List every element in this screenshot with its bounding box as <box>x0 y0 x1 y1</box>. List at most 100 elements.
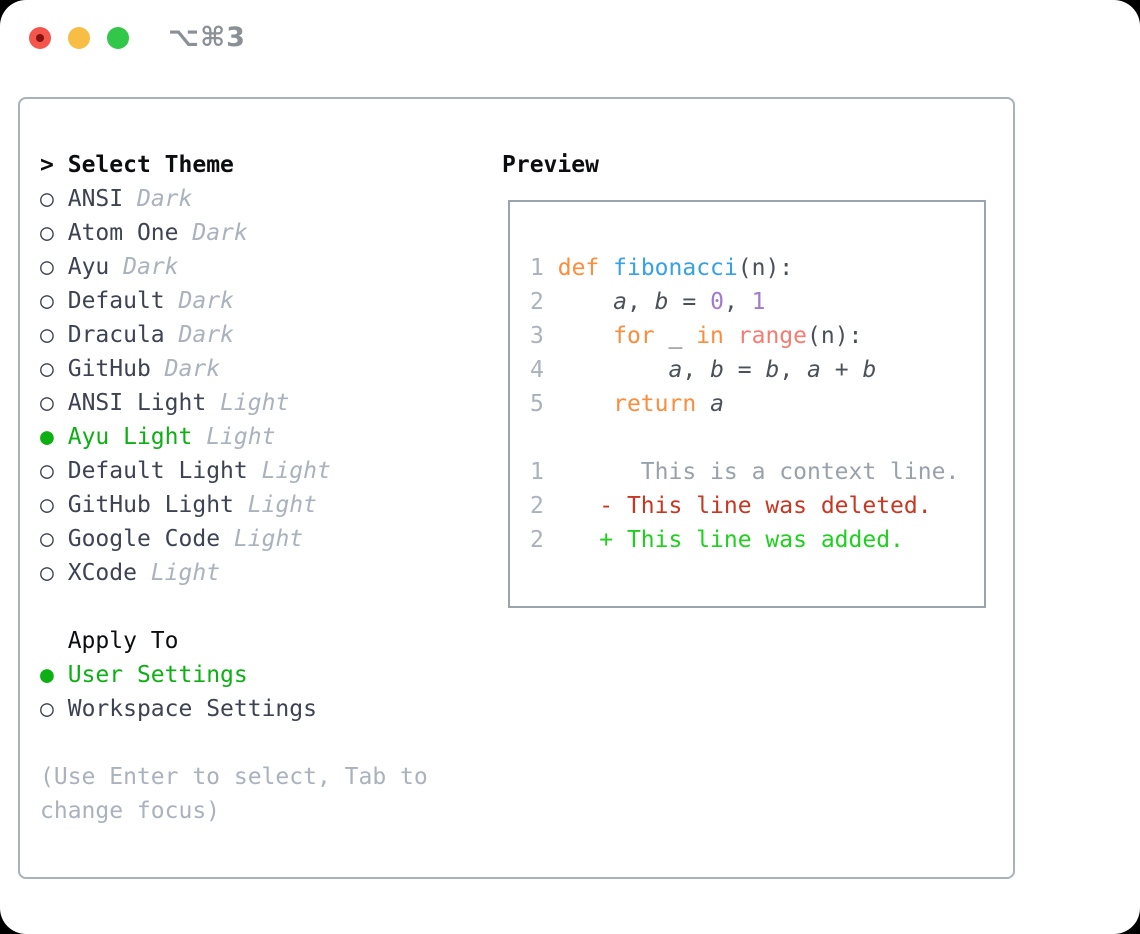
code-token: , <box>626 289 655 315</box>
spacer <box>54 526 68 552</box>
code-token: in <box>696 323 724 349</box>
theme-option[interactable]: ○ ANSI Dark <box>40 182 428 216</box>
unsaved-dot-icon <box>36 34 44 42</box>
code-token: = <box>723 357 766 383</box>
theme-variant: Light <box>206 424 276 450</box>
spacer <box>544 493 558 519</box>
radio-icon: ○ <box>40 288 54 314</box>
spacer <box>544 459 558 485</box>
code-token: , <box>682 357 711 383</box>
theme-option[interactable]: ○ Dracula Dark <box>40 318 428 352</box>
theme-option[interactable]: ○ Atom One Dark <box>40 216 428 250</box>
blank-line <box>530 421 984 455</box>
spacer <box>54 322 68 348</box>
spacer <box>544 255 558 281</box>
spacer <box>151 356 165 382</box>
theme-option[interactable]: ○ Default Dark <box>40 284 428 318</box>
code-line: 1 This is a context line. <box>530 455 984 489</box>
spacer <box>54 152 68 178</box>
theme-option[interactable]: ○ Ayu Dark <box>40 250 428 284</box>
theme-option[interactable]: ○ ANSI Light Light <box>40 386 428 420</box>
spacer <box>206 390 220 416</box>
theme-variant: Dark <box>164 356 221 382</box>
code-token <box>558 527 600 553</box>
apply-option-label: User Settings <box>67 662 248 688</box>
theme-name: GitHub <box>67 356 151 382</box>
code-token: , <box>779 357 808 383</box>
radio-icon: ○ <box>40 390 54 416</box>
code-token: This is a context line. <box>557 459 960 485</box>
code-token: for <box>613 323 655 349</box>
line-number: 1 <box>530 459 544 485</box>
radio-icon: ● <box>40 424 54 450</box>
theme-option[interactable]: ○ Google Code Light <box>40 522 428 556</box>
code-token <box>558 493 600 519</box>
spacer <box>544 289 558 315</box>
radio-icon: ○ <box>40 458 54 484</box>
code-token: 1 <box>751 289 766 315</box>
code-line: 1 def fibonacci(n): <box>530 251 984 285</box>
spacer <box>544 357 558 383</box>
radio-icon: ● <box>40 662 54 688</box>
theme-option[interactable]: ○ GitHub Light Light <box>40 488 428 522</box>
maximize-button[interactable] <box>107 27 129 49</box>
code-token: 0 <box>710 289 724 315</box>
code-token: b <box>862 357 877 383</box>
theme-name: Default Light <box>67 458 248 484</box>
theme-variant: Light <box>150 560 221 586</box>
code-token: + This line was added. <box>599 527 904 553</box>
code-token: b <box>765 357 780 383</box>
theme-name: Dracula <box>67 322 165 348</box>
theme-option[interactable]: ○ Default Light Light <box>40 454 428 488</box>
line-number: 2 <box>530 493 544 519</box>
code-token <box>696 391 710 417</box>
spacer <box>54 424 68 450</box>
spacer <box>544 391 558 417</box>
spacer <box>165 288 179 314</box>
code-token <box>558 357 669 383</box>
code-line: 2 a, b = 0, 1 <box>530 285 984 319</box>
preview-heading: Preview <box>502 152 599 178</box>
code-token: - This line was deleted. <box>599 493 932 519</box>
theme-option[interactable]: ● Ayu Light Light <box>40 420 428 454</box>
theme-name: Atom One <box>67 220 179 246</box>
code-token: def <box>557 255 600 281</box>
line-number: 5 <box>530 391 544 417</box>
spacer <box>109 254 123 280</box>
spacer <box>54 458 68 484</box>
spacer <box>54 254 68 280</box>
line-number: 3 <box>530 323 544 349</box>
apply-option[interactable]: ○ Workspace Settings <box>40 692 428 726</box>
code-token: a <box>807 357 821 383</box>
line-number: 4 <box>530 357 544 383</box>
spacer <box>220 526 234 552</box>
select-theme-header: > Select Theme <box>40 148 428 182</box>
spacer <box>54 390 68 416</box>
code-token: a <box>668 357 683 383</box>
window-titlebar: ⌥⌘3 <box>0 0 1140 97</box>
spacer <box>54 560 68 586</box>
spacer <box>179 220 193 246</box>
theme-name: ANSI Light <box>67 390 207 416</box>
theme-option[interactable]: ○ GitHub Dark <box>40 352 428 386</box>
close-button[interactable] <box>29 27 51 49</box>
radio-icon: ○ <box>40 492 54 518</box>
code-line: 4 a, b = b, a + b <box>530 353 984 387</box>
code-token <box>558 323 613 349</box>
code-token: b <box>654 289 669 315</box>
code-token: b <box>710 357 724 383</box>
code-token: fibonacci <box>613 255 738 281</box>
minimize-button[interactable] <box>68 27 90 49</box>
theme-variant: Dark <box>192 220 248 246</box>
code-token: (n): <box>807 323 863 349</box>
theme-variant: Light <box>233 526 304 552</box>
code-line: 2 - This line was deleted. <box>530 489 984 523</box>
code-token <box>558 289 613 315</box>
theme-option[interactable]: ○ XCode Light <box>40 556 428 590</box>
theme-variant: Dark <box>123 254 179 280</box>
apply-option[interactable]: ● User Settings <box>40 658 428 692</box>
spacer <box>54 696 68 722</box>
apply-to-header: Apply To <box>40 624 428 658</box>
code-token: = <box>668 289 711 315</box>
